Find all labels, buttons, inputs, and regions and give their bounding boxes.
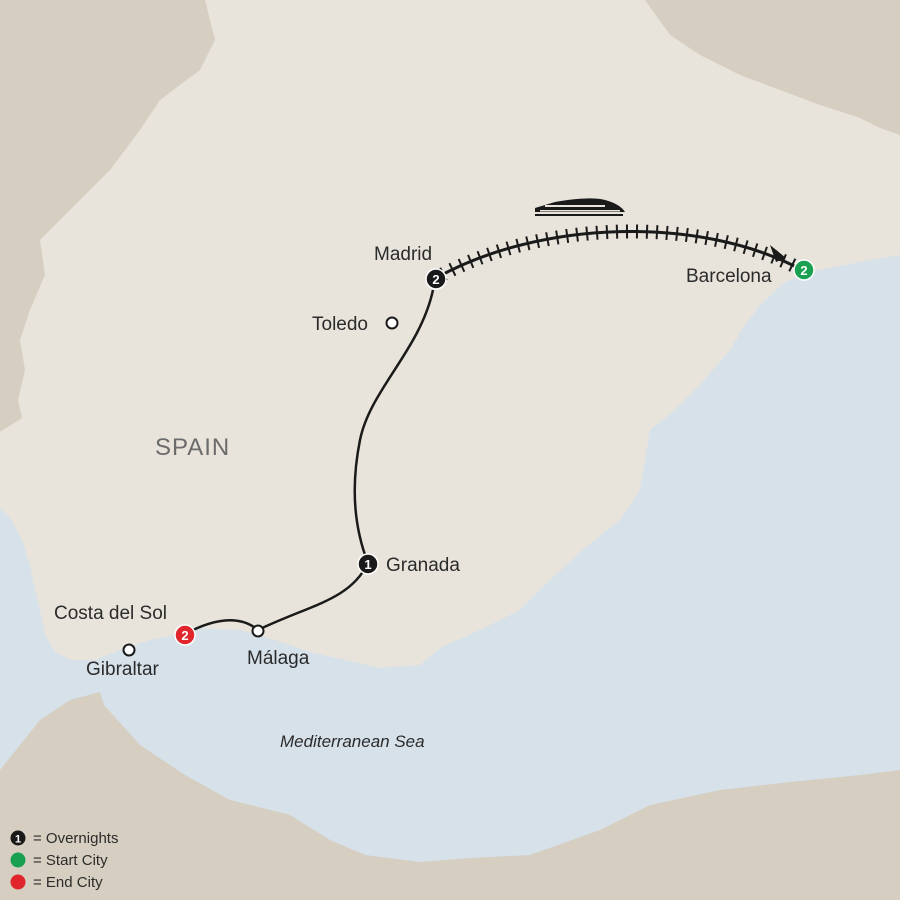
portugal-landmass <box>0 0 215 432</box>
spain-landmass <box>0 0 900 668</box>
city-label-madrid: Madrid <box>374 244 432 265</box>
country-label-spain: SPAIN <box>155 434 230 461</box>
legend-item-overnights: 1 = Overnights <box>10 830 118 847</box>
city-marker-madrid[interactable]: 2 <box>425 268 447 290</box>
city-marker-granada[interactable]: 1 <box>357 553 379 575</box>
africa-landmass <box>0 692 900 900</box>
train-route-ties <box>432 224 806 285</box>
legend-item-end-city: = End City <box>10 874 103 891</box>
route-arrow-icon <box>770 245 786 262</box>
city-marker-gibraltar[interactable] <box>122 643 136 657</box>
legend-end-text: = End City <box>33 874 103 891</box>
madrid-nights: 2 <box>432 272 439 287</box>
legend-start-text: = Start City <box>33 852 108 869</box>
train-icon <box>535 198 625 216</box>
city-marker-barcelona[interactable]: 2 <box>793 259 815 281</box>
france-landmass <box>645 0 900 135</box>
legend-item-start-city: = Start City <box>10 852 108 869</box>
barcelona-nights: 2 <box>800 263 807 278</box>
granada-nights: 1 <box>364 557 371 572</box>
city-marker-toledo[interactable] <box>385 316 399 330</box>
legend: 1 = Overnights = Start City = End City <box>10 830 118 891</box>
city-label-costa-del-sol: Costa del Sol <box>54 603 167 624</box>
costa-del-sol-nights: 2 <box>181 628 188 643</box>
legend-overnight-icon: 1 <box>15 834 21 846</box>
sea-label: Mediterranean Sea <box>280 732 425 751</box>
route-granada-malaga <box>257 562 370 632</box>
city-marker-malaga[interactable] <box>251 624 265 638</box>
city-label-malaga: Málaga <box>247 648 310 669</box>
city-label-granada: Granada <box>386 555 460 576</box>
legend-overnights-text: = Overnights <box>33 830 118 847</box>
city-label-toledo: Toledo <box>312 314 368 335</box>
city-marker-costa-del-sol[interactable]: 2 <box>174 624 196 646</box>
city-label-barcelona: Barcelona <box>686 266 772 287</box>
route-madrid-granada <box>353 289 435 564</box>
city-label-gibraltar: Gibraltar <box>86 659 160 680</box>
